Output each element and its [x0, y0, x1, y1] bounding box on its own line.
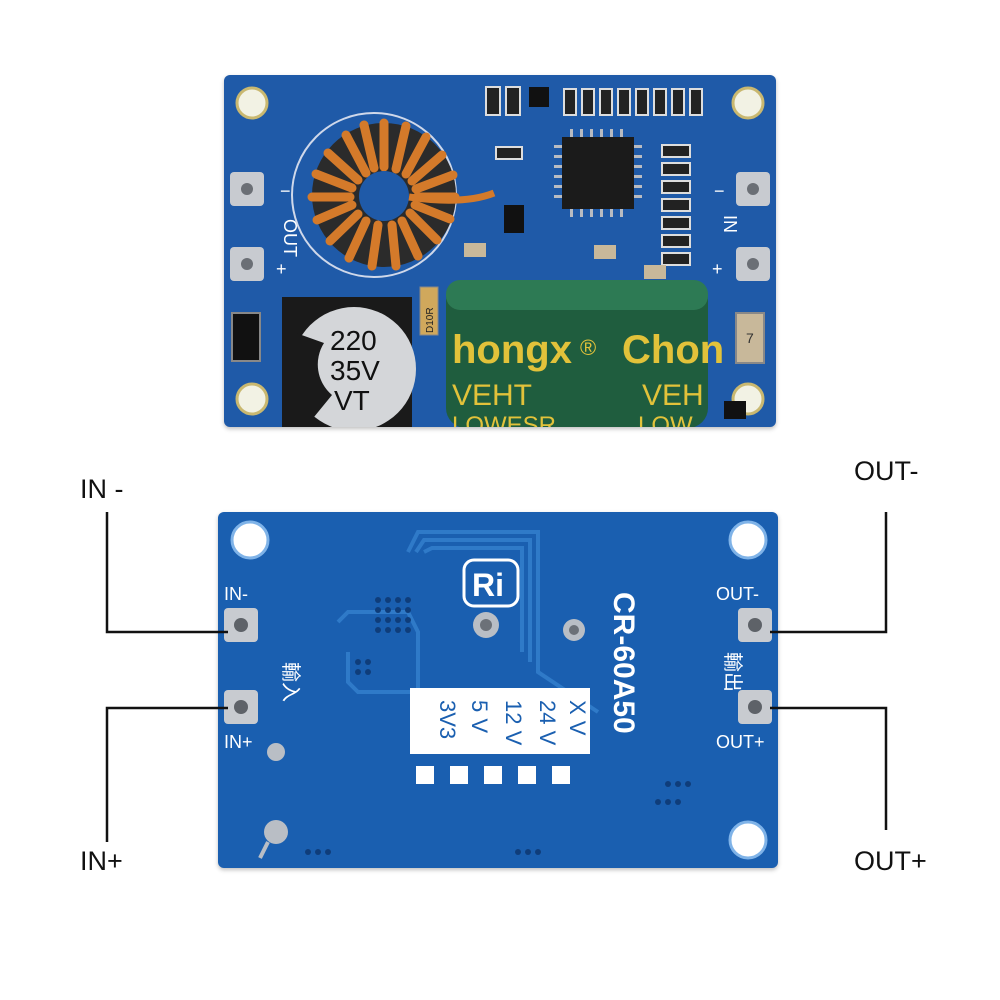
- voltage-row-12v: 12 V: [501, 700, 526, 746]
- cap-small-line1: 220: [330, 325, 377, 356]
- model-number: CR-60A50: [607, 592, 640, 734]
- capacitor-large-green: hongx ® Chon VEHT VEH LOWESR LOW: [446, 280, 724, 439]
- silk-out: OUT: [280, 219, 300, 257]
- voltage-select-table: X V 24 V 12 V 5 V 3V3: [410, 688, 590, 754]
- silk-in-minus-bottom: IN-: [224, 584, 248, 604]
- pcb-top-illustration: − OUT + − IN +: [230, 86, 770, 439]
- pcb-top-side: − OUT + − IN +: [224, 75, 776, 439]
- smd-resistor-row: [464, 86, 703, 279]
- silk-in-plus-bottom: IN+: [224, 732, 253, 752]
- output-pads-bottom: [738, 608, 772, 724]
- leader-in-minus: [105, 512, 228, 634]
- silk-in-minus: −: [714, 181, 725, 201]
- cap-brand-left: hongx: [452, 328, 572, 372]
- pcb-bottom-illustration: IN- IN+ OUT- OUT+ 輸入 輸出: [224, 520, 772, 860]
- capacitor-220uf: 220 35V VT: [282, 297, 416, 431]
- cap-lowesr-left: LOWESR: [452, 412, 556, 427]
- voltage-row-5v: 5 V: [467, 700, 492, 733]
- silk-out-minus-bottom: OUT-: [716, 584, 759, 604]
- controller-ic: [554, 129, 642, 217]
- label-in-plus: IN+: [80, 846, 123, 876]
- cap-reg: ®: [580, 335, 596, 360]
- copper-traces: [336, 530, 600, 714]
- pcb-bottom-side: IN- IN+ OUT- OUT+ 輸入 輸出: [218, 512, 778, 868]
- leader-out-minus: [770, 512, 888, 634]
- label-out-plus: OUT+: [854, 846, 927, 876]
- certification-logo: Ri: [462, 558, 520, 608]
- silk-in: IN: [720, 215, 740, 233]
- smd-chip-right: 7: [735, 312, 765, 364]
- silk-out-minus: −: [280, 181, 291, 201]
- chip-label: 7: [746, 330, 754, 346]
- silk-input-chinese: 輸入: [279, 662, 302, 702]
- leader-out-plus: [770, 706, 888, 830]
- resistor-d10r: D10R: [419, 286, 439, 336]
- cap-series-left: VEHT: [452, 379, 532, 412]
- resistor-label: D10R: [425, 307, 436, 333]
- silk-out-plus-bottom: OUT+: [716, 732, 765, 752]
- silk-output-chinese: 輸出: [721, 652, 744, 692]
- jumper-pads: [416, 766, 570, 784]
- voltage-row-3v3: 3V3: [435, 700, 460, 739]
- logo-text: Ri: [472, 567, 504, 603]
- label-out-minus: OUT-: [854, 456, 919, 486]
- label-in-minus: IN -: [80, 474, 124, 504]
- toroid-inductor: [307, 118, 496, 271]
- via-cluster: [305, 597, 691, 855]
- output-pads-top: [230, 172, 264, 281]
- voltage-row-x: X V: [565, 700, 590, 736]
- cap-brand-right: Chon: [622, 328, 724, 372]
- cap-lowesr-right: LOW: [638, 412, 693, 427]
- leader-in-plus: [105, 706, 228, 842]
- input-pads-bottom: [224, 608, 258, 724]
- silk-in-plus: +: [712, 259, 723, 279]
- input-pads-top: [736, 172, 770, 281]
- cap-small-line3: VT: [334, 385, 370, 416]
- mounting-holes-bottom: [230, 520, 768, 860]
- cap-small-line2: 35V: [330, 355, 380, 386]
- cap-series-right: VEH: [642, 379, 704, 412]
- silk-out-plus: +: [276, 259, 287, 279]
- diode-left: [231, 312, 261, 362]
- solder-joints: [258, 612, 585, 859]
- voltage-row-24v: 24 V: [535, 700, 560, 746]
- transistor-right: [724, 401, 746, 419]
